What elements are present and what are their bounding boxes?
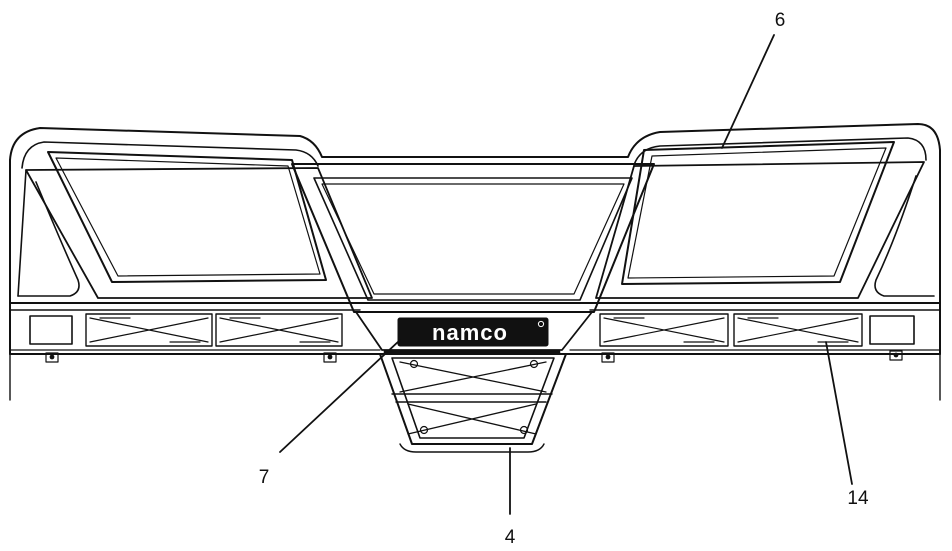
- right-side-frame: [595, 141, 935, 299]
- rail-screws: [45, 350, 903, 363]
- left-side-frame: [17, 151, 373, 299]
- svg-text:namco: namco: [432, 320, 508, 345]
- namco-logo: namco: [431, 319, 545, 346]
- leader-lines: [279, 34, 853, 515]
- callout-14: 14: [847, 488, 869, 509]
- callout-labels: 6 7 4 14: [259, 10, 869, 548]
- center-window-frame: [291, 163, 655, 354]
- right-vent-grilles: [599, 313, 915, 347]
- lower-bracket: [379, 353, 567, 453]
- callout-6: 6: [775, 10, 786, 31]
- left-vent-grilles: [29, 313, 343, 347]
- callout-4: 4: [505, 527, 516, 548]
- callout-7: 7: [259, 467, 270, 488]
- marquee-housing: [9, 123, 941, 401]
